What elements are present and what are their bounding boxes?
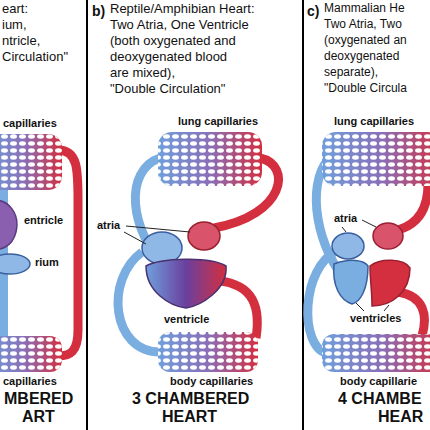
capillary-mesh [0,336,62,372]
capillary-mesh [322,132,430,186]
panel-divider [302,0,304,430]
structure-label: ventricle [164,313,209,326]
structure-label: atria [97,219,120,232]
panel-heading: "Double Circula [324,82,407,96]
panel-caption: MBERED [4,390,73,408]
panel-letter: c) [307,3,319,19]
panel-heading: Mammalian He [324,2,405,16]
capillary-mesh [322,334,430,372]
panel-heading: separate), [324,66,378,80]
left-ventricle [370,260,410,306]
panel-caption: HEAR [378,408,423,426]
lung-capillaries [158,132,262,186]
leader-line [126,226,190,232]
panel-heading: Circulation" [2,50,68,65]
structure-label: rium [35,256,59,269]
structure-label: entricle [24,214,63,227]
leader-line [384,305,389,311]
leader-line [342,227,346,232]
capillary-mesh [0,134,62,190]
panel-heading: Two Atria, One Ventricle [110,18,249,33]
panel-heading: eart: [2,2,28,17]
ventricle [0,200,17,250]
left-atrium [373,223,403,249]
right-atrium [332,233,364,259]
lung-capillaries [322,132,430,186]
ventricle [146,259,226,308]
capillary-mesh [158,332,258,372]
structure-label: capillaries [3,375,57,388]
panel-caption: ART [22,408,55,426]
leader-line [124,232,146,244]
panel-heading: (both oxygenated and [110,34,236,49]
panel-heading: ium, [2,18,27,33]
structure-label: atria [334,212,357,225]
panel-heading: Two Atria, Two [324,18,402,32]
structure-label: lung capillaries [178,115,258,128]
atrium [0,254,30,274]
body-capillaries [0,336,62,372]
leader-line [356,303,364,311]
structure-label: body capillaries [170,375,253,388]
panel-heading: ntricle, [2,34,40,49]
panel-heading: (oxygenated an [324,34,407,48]
structure-label: body capillarie [340,375,417,388]
leader-line [362,220,376,227]
panel-heading: Reptile/Amphibian Heart: [110,2,255,17]
panel-caption: 3 CHAMBERED [132,390,249,408]
panel-heading: are mixed), [110,66,175,81]
body-capillaries [322,334,430,372]
panel-heading: "Double Circulation" [110,82,225,97]
panel-divider [86,0,88,430]
structure-label: ventricles [350,312,401,325]
capillary-mesh [158,132,262,186]
body-capillaries [158,332,258,372]
left-atrium [188,222,220,250]
structure-label: lung capillaries [334,115,414,128]
panel-caption: HEART [162,408,217,426]
structure-label: capillaries [3,117,57,130]
pulmonary-vein [398,184,428,230]
panel-caption: 4 CHAMBE [338,390,422,408]
aorta [398,292,424,336]
right-ventricle [334,260,368,304]
panel-heading: deoxygenated blood [110,50,227,65]
panel-letter: b) [92,3,105,19]
lung-capillaries [0,134,62,190]
panel-heading: deoxygenated [324,50,399,64]
